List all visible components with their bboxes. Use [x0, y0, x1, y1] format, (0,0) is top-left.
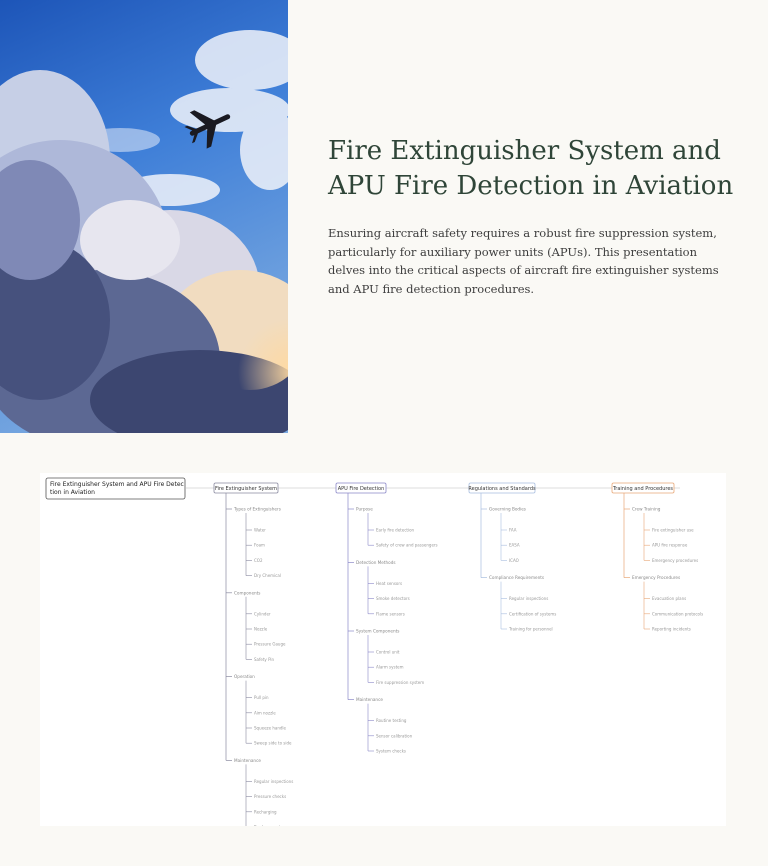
airplane-icon: [184, 110, 231, 149]
group-label: Governing Bodies: [489, 507, 526, 512]
group-label: Operation: [234, 674, 255, 679]
leaf-evacuation-plans: Evacuation plans: [652, 596, 686, 601]
leaf-faa: FAA: [509, 528, 517, 533]
leaf-apu-fire-response: APU fire response: [652, 543, 688, 548]
leaf-emergency-procedures: Emergency procedures: [652, 558, 698, 563]
cloud-bank: [0, 70, 288, 433]
leaf-system-checks: System checks: [376, 749, 406, 754]
group-label: Components: [234, 590, 261, 595]
leaf-pressure-checks: Pressure checks: [254, 794, 286, 799]
leaf-replacement: Replacement: [254, 825, 281, 827]
group-label: Maintenance: [356, 697, 383, 702]
group-label: Purpose: [356, 507, 373, 512]
leaf-reporting-incidents: Reporting incidents: [652, 627, 691, 632]
leaf-fire-extinguisher-use: Fire extinguisher use: [652, 528, 694, 533]
group-label: Maintenance: [234, 758, 261, 763]
leaf-fire-suppression-system: Fire suppression system: [376, 680, 424, 685]
leaf-cylinder: Cylinder: [254, 611, 271, 616]
leaf-pull-pin: Pull pin: [254, 695, 269, 700]
leaf-co2: CO2: [254, 558, 263, 563]
leaf-easa: EASA: [509, 543, 520, 548]
mindmap-root: Fire Extinguisher System and APU Fire De…: [45, 477, 186, 500]
branch-label: Fire Extinguisher System: [215, 486, 277, 492]
leaf-safety-pin: Safety Pin: [254, 657, 275, 662]
leaf-water: Water: [254, 528, 266, 533]
group-label: Emergency Procedures: [632, 575, 680, 580]
leaf-smoke-detectors: Smoke detectors: [376, 596, 410, 601]
leaf-heat-sensors: Heat sensors: [376, 581, 402, 586]
group-label: Crew Training: [632, 507, 661, 512]
leaf-sensor-calibration: Sensor calibration: [376, 733, 413, 738]
leaf-certification-of-systems: Certification of systems: [509, 611, 556, 616]
mindmap-diagram: Fire Extinguisher System and APU Fire De…: [45, 477, 703, 826]
slide-title: Fire Extinguisher System and APU Fire De…: [328, 136, 734, 201]
mindmap-root-label: Fire Extinguisher System and APU Fire De…: [50, 481, 184, 496]
leaf-alarm-system: Alarm system: [376, 665, 404, 670]
leaf-aim-nozzle: Aim nozzle: [254, 710, 276, 715]
branch-label: Regulations and Standards: [468, 486, 536, 492]
hero-image: [0, 0, 288, 433]
leaf-sweep-side-to-side: Sweep side to side: [254, 741, 292, 746]
leaf-control-unit: Control unit: [376, 650, 400, 655]
branch-label: Training and Procedures: [612, 486, 673, 492]
leaf-pressure-gauge: Pressure Gauge: [254, 642, 286, 647]
group-label: Detection Methods: [356, 560, 396, 565]
mindmap-panel: Fire Extinguisher System and APU Fire De…: [40, 473, 726, 826]
group-label: System Components: [356, 629, 399, 634]
leaf-routine-testing: Routine testing: [376, 718, 407, 723]
leaf-icao: ICAO: [509, 558, 519, 563]
leaf-flame-sensors: Flame sensors: [376, 611, 405, 616]
leaf-recharging: Recharging: [254, 809, 277, 814]
leaf-communication-protocols: Communication protocols: [652, 611, 703, 616]
leaf-dry-chemical: Dry Chemical: [254, 573, 281, 578]
leaf-foam: Foam: [254, 543, 265, 548]
leaf-regular-inspections: Regular inspections: [254, 779, 293, 784]
leaf-early-fire-detection: Early fire detection: [376, 528, 415, 533]
leaf-safety-of-crew-and-passengers: Safety of crew and passengers: [376, 543, 438, 548]
branch-label: APU Fire Detection: [338, 486, 385, 492]
leaf-regular-inspections: Regular inspections: [509, 596, 548, 601]
leaf-squeeze-handle: Squeeze handle: [254, 726, 287, 731]
group-label: Compliance Requirements: [489, 575, 544, 580]
slide-description: Ensuring aircraft safety requires a robu…: [328, 226, 719, 296]
leaf-training-for-personnel: Training for personnel: [508, 627, 553, 632]
group-label: Types of Extinguishers: [233, 507, 281, 512]
leaf-nozzle: Nozzle: [254, 627, 268, 632]
